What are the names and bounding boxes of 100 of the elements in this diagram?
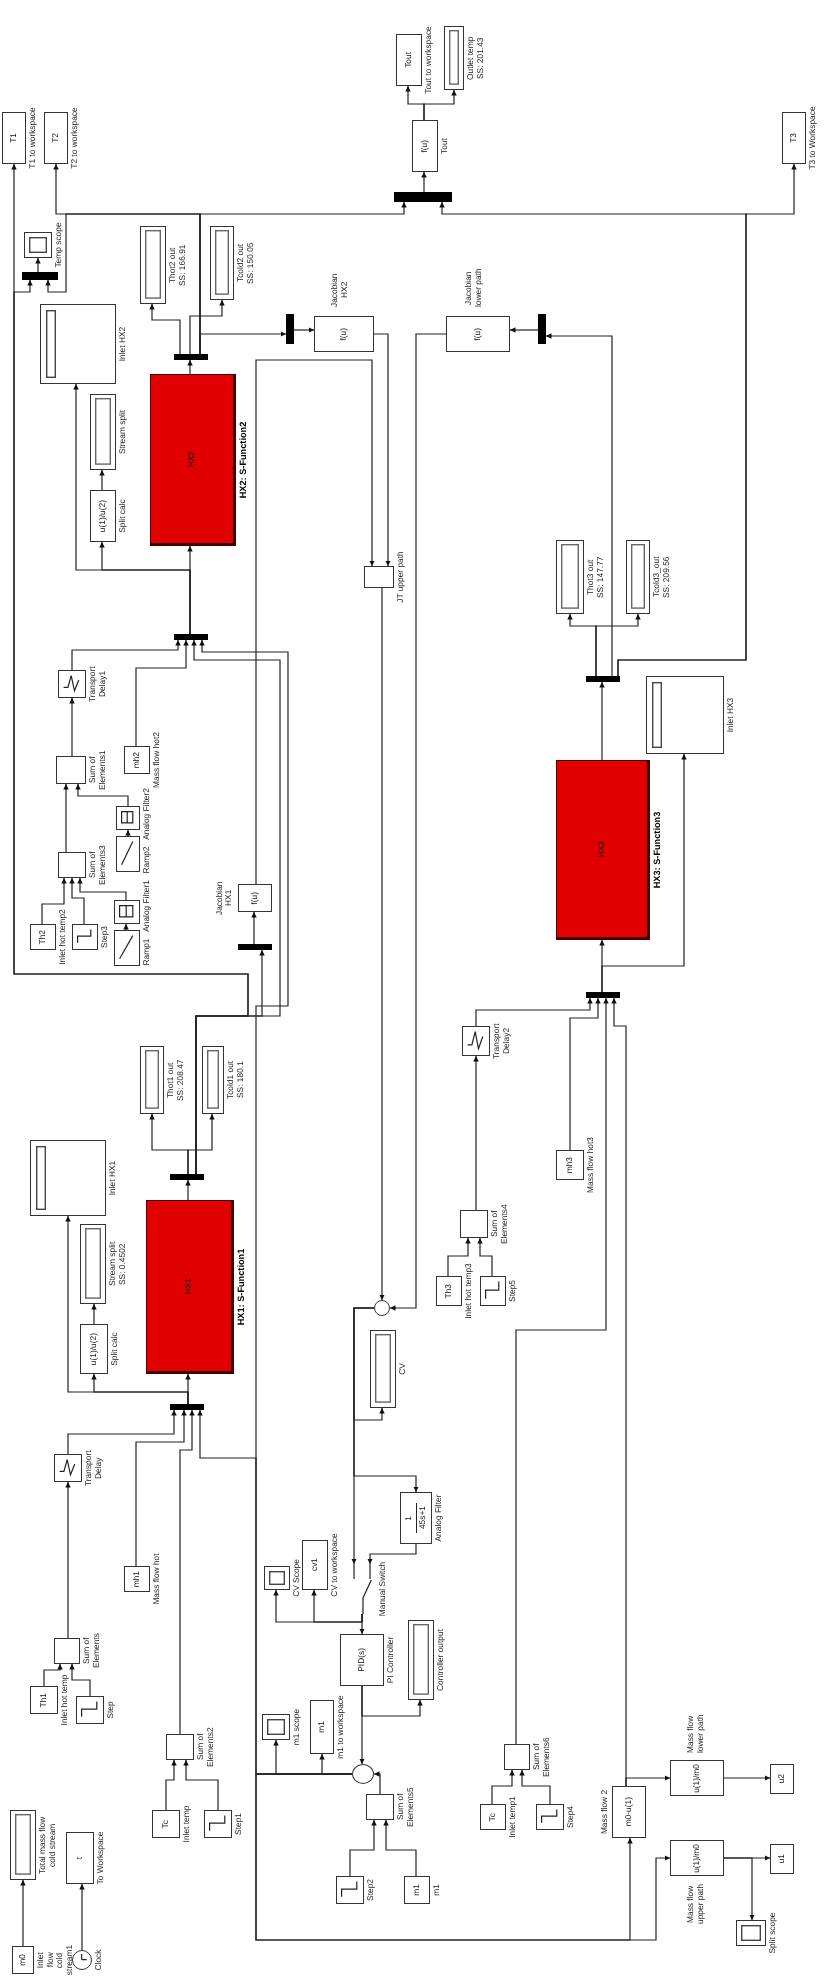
pid-controller-block [340,1634,384,1686]
signal-arrow [20,1879,26,1947]
demux-bar [586,676,620,682]
constant-block [436,1276,462,1306]
constant-block [124,1566,150,1592]
ramp-block [116,836,140,872]
signal-arrow [473,1055,479,1211]
to-workspace-block [782,112,806,164]
filter-block [116,806,140,830]
display-block [80,1224,106,1304]
function-block [446,316,510,352]
step-block [336,1876,364,1904]
scope-block [262,1714,290,1740]
signal-arrow [723,1775,771,1781]
scope-block [40,304,116,384]
to-workspace-block [2,112,26,164]
signal-arrow [123,923,129,931]
signal-arrow [43,1663,63,1687]
function-block [80,1324,108,1374]
constant-block [152,1810,180,1838]
signal-arrow [373,333,391,567]
mux-bar [286,314,294,344]
sum-block [460,1210,488,1238]
signal-arrow [189,299,225,355]
step-block [204,1810,232,1838]
signal-arrow [35,257,41,273]
constant-block [556,1150,584,1180]
signal-arrow [63,783,69,853]
sum-block [56,756,86,784]
signal-arrow [99,541,191,635]
display-block [140,1046,164,1114]
signal-arrow [187,359,193,375]
display-block [370,1330,396,1408]
constant-block [30,1686,58,1714]
signal-arrow [69,1663,91,1697]
s-function-block [146,1200,234,1374]
signal-arrow [293,327,315,333]
s-function-block [556,760,650,940]
display-block [556,540,584,614]
mux-bar [538,314,546,344]
signal-arrow [379,587,385,1301]
display-block [444,26,464,90]
signal-arrow [165,1759,177,1811]
scope-block [736,1920,766,1946]
function-block [612,1786,646,1838]
signal-arrow [373,1771,381,1795]
signal-arrow [79,1883,85,1951]
signal-arrow [125,829,131,837]
sum-block [364,566,394,588]
scope-block [264,1566,290,1590]
transport-delay-block [54,1454,82,1482]
signal-arrow [383,1819,417,1877]
display-block [10,1810,36,1880]
function-block [314,316,374,352]
demux-bar [174,354,208,360]
display-block [626,540,650,614]
signal-arrow [135,639,189,747]
signal-arrow [191,639,281,1175]
filter-block [114,900,140,924]
signal-arrow [625,1775,671,1787]
signal-arrow [41,877,67,925]
step-block [480,1276,506,1306]
mux-bar [174,634,208,640]
mux-bar [170,1404,204,1410]
constant-block [124,746,150,774]
clock-icon [72,1950,92,1970]
signal-arrow [69,697,75,757]
ramp-block [114,930,140,966]
sum-block [504,1744,530,1770]
signal-arrow [349,1819,377,1877]
to-workspace-block [770,1764,794,1794]
signal-arrow [491,1769,515,1805]
step-block [72,924,98,950]
display-block [202,1046,224,1114]
to-workspace-block [770,1844,794,1874]
to-workspace-block [44,112,68,164]
transport-delay-block [462,1026,490,1056]
to-workspace-block [66,1832,94,1884]
signal-arrow [69,877,85,925]
sum-circle [352,1764,374,1784]
signal-arrow [75,783,129,807]
function-block [670,1840,724,1876]
signal-arrow [91,1373,189,1405]
signal-arrow [601,753,687,993]
signal-arrow [599,681,605,761]
signal-arrow [187,1113,215,1175]
signal-arrow [447,1237,471,1277]
mux-bar [394,192,452,202]
transfer-function-block [400,1492,432,1544]
signal-arrow [569,997,601,1151]
transport-delay-block [58,670,86,698]
signal-arrow [421,171,427,193]
signal-arrow [77,877,127,901]
step-block [76,1696,104,1724]
function-block [90,490,116,542]
constant-block [30,924,56,950]
signal-arrow [135,1409,187,1567]
sum-block [166,1734,194,1760]
constant-block [480,1804,506,1830]
scope-block [30,1140,106,1216]
